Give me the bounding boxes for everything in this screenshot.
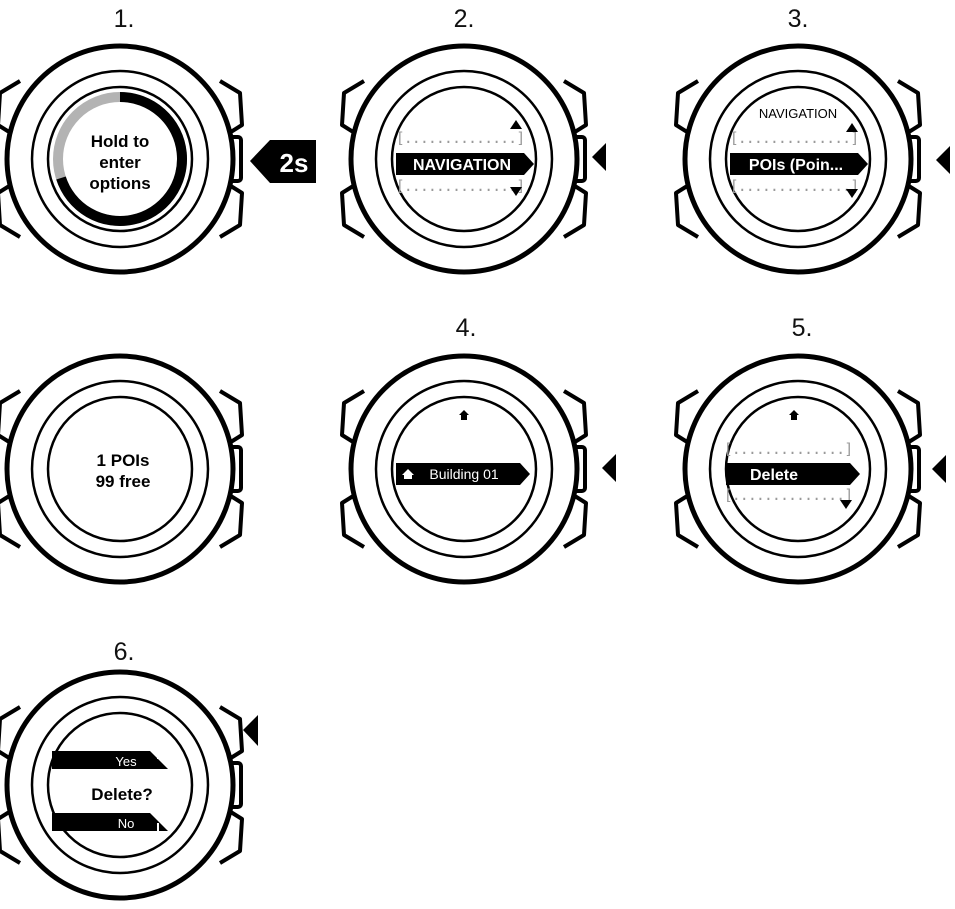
triangle-down-icon	[846, 189, 858, 198]
watch-2: 2. [..............] NAVIGATION [........…	[342, 5, 606, 272]
home-icon	[402, 469, 414, 479]
confirm-question: Delete?	[91, 785, 152, 804]
hold-text-line3: options	[89, 174, 150, 193]
menu-placeholder-below: [..............]	[730, 177, 859, 195]
left-triangle-icon[interactable]	[936, 146, 950, 174]
triangle-down-icon	[840, 500, 852, 509]
triangle-up-icon	[510, 120, 522, 129]
hold-text-line2: enter	[99, 153, 141, 172]
menu-placeholder-below: [..............]	[724, 486, 853, 504]
corner-arrow-icon	[148, 748, 159, 759]
left-triangle-icon[interactable]	[243, 715, 258, 746]
home-icon	[459, 410, 469, 420]
menu-placeholder-above: [..............]	[724, 440, 853, 458]
triangle-down-icon	[510, 187, 522, 196]
menu-header: NAVIGATION	[759, 106, 837, 121]
poi-count: 1 POIs	[97, 451, 150, 470]
watch-1: 1. Hold to enter options 2s	[0, 5, 316, 272]
no-option-bar[interactable]	[52, 813, 168, 831]
hold-duration-badge: 2s	[250, 140, 316, 183]
watch-5: 5. [..............] Delete [............…	[676, 314, 946, 582]
left-triangle-icon[interactable]	[932, 455, 946, 483]
hold-progress-fill	[56, 92, 188, 226]
poi-free: 99 free	[96, 472, 151, 491]
yes-label: Yes	[115, 754, 137, 769]
menu-selection-bar[interactable]	[396, 153, 534, 175]
menu-selected-label: POIs (Poin...	[749, 157, 843, 174]
menu-placeholder-above: [..............]	[730, 129, 859, 147]
watch-6: 6. Yes Delete? No	[0, 638, 258, 898]
triangle-up-icon	[846, 123, 858, 132]
hold-duration-label: 2s	[280, 148, 309, 178]
left-triangle-icon[interactable]	[602, 454, 616, 482]
home-icon	[789, 410, 799, 420]
menu-placeholder-below: [..............]	[396, 177, 525, 195]
menu-selected-label: NAVIGATION	[413, 157, 511, 174]
step-number-5: 5.	[792, 314, 813, 342]
corner-arrow-icon	[148, 823, 159, 834]
step-number-2: 2.	[454, 5, 475, 33]
watch-4: 4. Building 01	[342, 314, 616, 582]
step-number-6: 6.	[114, 638, 135, 666]
yes-option-bar[interactable]	[52, 751, 168, 769]
menu-selected-label: Delete	[750, 467, 798, 484]
left-triangle-icon[interactable]	[592, 143, 606, 171]
watch-3: 3. NAVIGATION [..............] POIs (Poi…	[676, 5, 950, 272]
menu-placeholder-above: [..............]	[396, 129, 525, 147]
menu-selection-bar[interactable]	[726, 463, 860, 485]
poi-selection-bar[interactable]	[396, 463, 530, 485]
poi-selected-label: Building 01	[429, 466, 498, 482]
step-number-4: 4.	[456, 314, 477, 342]
menu-selection-bar[interactable]	[730, 153, 868, 175]
hold-text-line1: Hold to	[91, 132, 150, 151]
watch-poi-info: 1 POIs 99 free	[0, 356, 242, 582]
no-label: No	[118, 816, 135, 831]
step-number-1: 1.	[114, 5, 135, 33]
step-number-3: 3.	[788, 5, 809, 33]
